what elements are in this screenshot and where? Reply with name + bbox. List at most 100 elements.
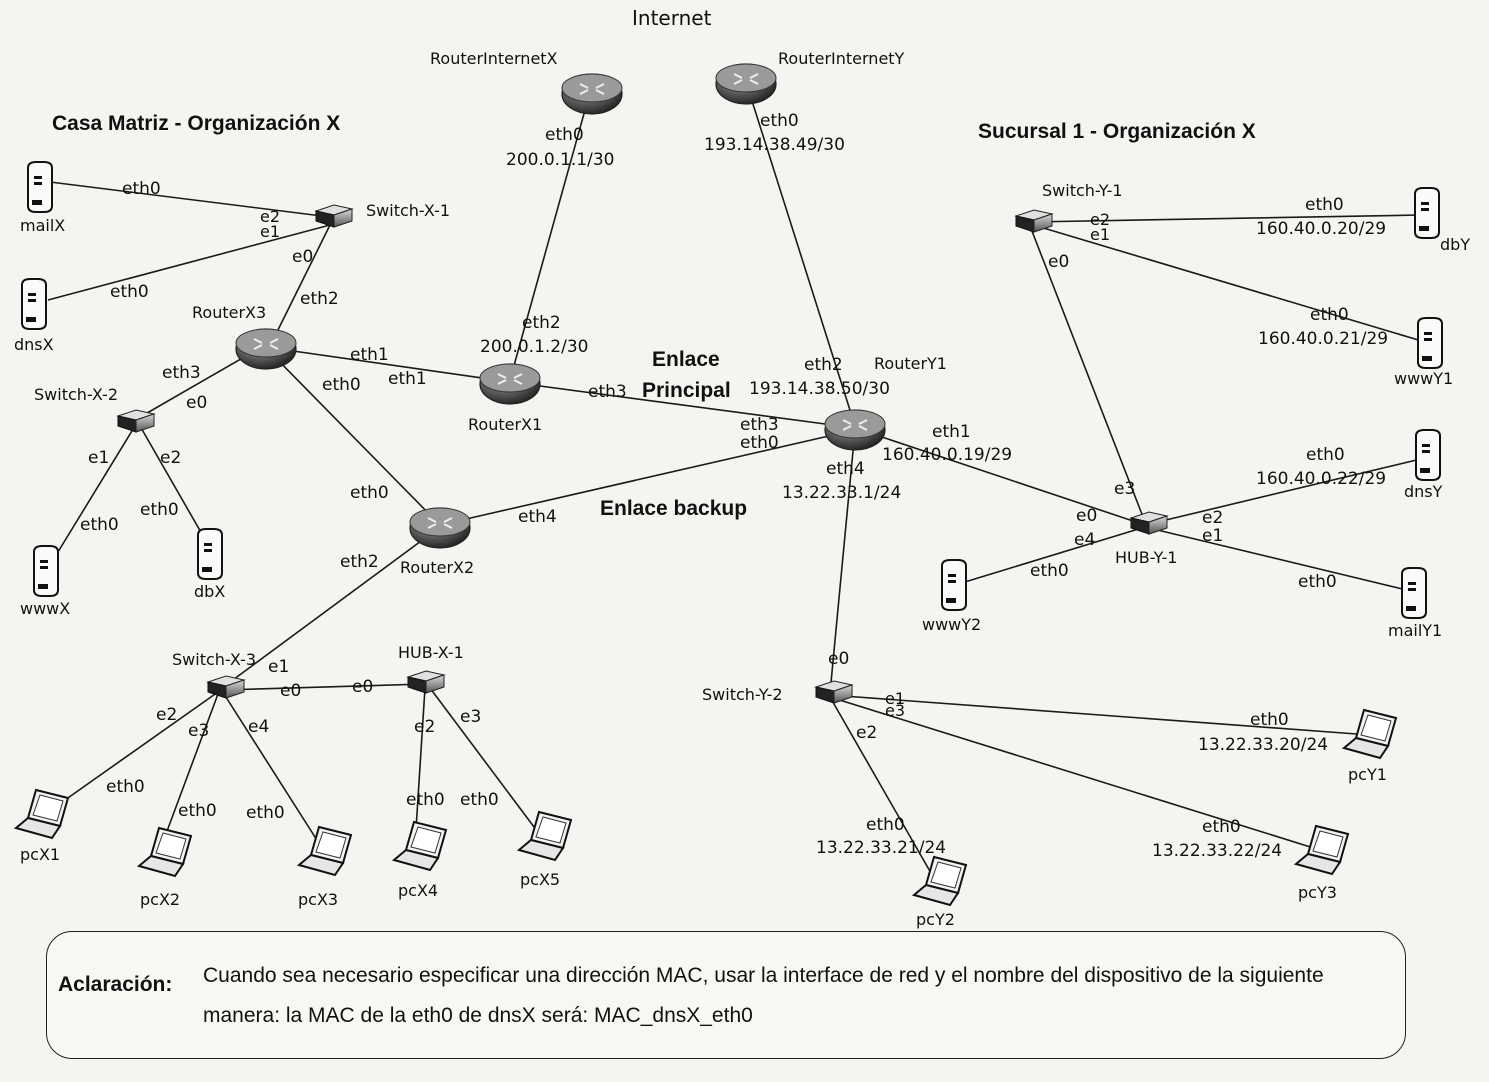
device-name-pcx1: pcX1 [20,845,60,864]
laptop-icon-pcy2[interactable] [913,856,967,906]
iface-label: e3 [885,701,905,720]
device-name-switchy1: Switch-Y-1 [1042,181,1123,200]
link-routerx3-routerx2 [267,349,441,526]
link-switchx3-pcx3 [223,693,323,849]
switch-icon-switchy2[interactable] [815,680,853,704]
link-routerinternetx-routerx1 [509,91,591,381]
link-switchy2-pcy3 [829,696,1321,851]
server-icon-dbx[interactable] [197,528,223,580]
iface-label: eth0 [1250,710,1289,730]
iface-label: eth0 [740,433,779,453]
iface-label: e0 [352,677,373,697]
switch-icon-switchx1[interactable] [315,204,353,228]
router-icon-routery1[interactable] [824,409,886,451]
link-mailx-switchx1 [49,181,331,218]
laptop-icon-pcx4[interactable] [393,821,447,871]
link-switchy1-huby1 [1029,225,1146,523]
iface-label: eth0 [760,111,799,131]
link-switchy2-pcy2 [829,696,936,881]
iface-label: eth0 [1305,195,1344,215]
link-switchy2-pcy1 [829,694,1371,736]
iface-label: eth3 [740,415,779,435]
device-name-pcy2: pcY2 [916,910,955,929]
iface-label: eth0 [80,515,119,535]
iface-label: eth0 [1202,817,1241,837]
laptop-icon-pcx1[interactable] [15,789,69,839]
link-routerx2-routery1 [439,429,856,526]
device-name-switchx2: Switch-X-2 [34,385,118,404]
iface-label: eth0 [1306,445,1345,465]
device-name-switchx3: Switch-X-3 [172,650,256,669]
link-switchx3-pcx2 [159,693,219,851]
links [47,81,1426,881]
iface-label: e0 [280,681,301,701]
iface-label: eth0 [1030,561,1069,581]
enlace-backup-title: Enlace backup [600,497,747,520]
hub-icon-hubx1[interactable] [407,670,445,694]
iface-label: eth0 [122,179,161,199]
link-routerx2-switchx3 [221,526,441,689]
laptop-icon-pcx2[interactable] [138,827,192,877]
device-name-routerx1: RouterX1 [468,415,542,434]
laptop-icon-pcx5[interactable] [518,811,572,861]
router-icon-routerinternety[interactable] [715,63,777,105]
link-switchy1-wwwy1 [1029,223,1426,343]
iface-label: eth0 [545,125,584,145]
iface-label: e0 [186,393,207,413]
iface-label: eth0 [1310,305,1349,325]
server-icon-wwwx[interactable] [33,545,59,597]
iface-label: eth0 [406,790,445,810]
device-name-wwwy1: wwwY1 [1394,369,1453,388]
iface-label: e1 [88,448,109,468]
iface-label: eth0 [350,483,389,503]
router-icon-routerx3[interactable] [235,328,297,370]
link-routery1-switchy2 [829,429,856,694]
iface-label: e1 [885,689,905,708]
note-box: Aclaración: Cuando sea necesario especif… [46,931,1406,1059]
link-huby1-wwwy2 [954,526,1146,586]
link-routerinternety-routery1 [745,81,856,427]
router-icon-routerx2[interactable] [409,507,471,549]
server-icon-wwwy1[interactable] [1417,317,1443,369]
server-icon-wwwy2[interactable] [941,559,967,611]
server-icon-mailyl[interactable] [1401,567,1427,619]
server-icon-mailx[interactable] [27,161,53,213]
iface-label: eth0 [1298,572,1337,592]
link-switchx2-dbx [139,425,211,549]
iface-label: eth2 [804,355,843,375]
ip-label: 13.22.33.22/24 [1152,841,1282,861]
iface-label: e0 [292,247,313,267]
server-icon-dnsx[interactable] [21,278,47,330]
ip-label: 193.14.38.49/30 [704,135,845,155]
device-name-routerinternetx: RouterInternetX [430,49,558,68]
link-hubx1-pcx5 [429,687,541,836]
ip-label: 13.22.33.21/24 [816,838,946,858]
device-name-dbx: dbX [194,582,225,601]
link-dnsx-switchx1 [47,224,331,301]
router-icon-routerx1[interactable] [479,363,541,405]
iface-label: e1 [1202,526,1223,546]
link-hubx1-pcx4 [414,687,426,846]
link-routerx3-routerx1 [264,346,511,383]
link-routery1-huby1 [854,427,1146,526]
ip-label: 200.0.1.2/30 [480,337,588,357]
iface-label: e2 [156,705,177,725]
laptop-icon-pcx3[interactable] [298,826,352,876]
ip-label: 160.40.0.21/29 [1258,329,1388,349]
device-name-wwwx: wwwX [20,599,70,618]
enlace-principal-title-1: Enlace [652,348,720,371]
router-icon-routerinternetx[interactable] [561,73,623,115]
device-name-wwwy2: wwwY2 [922,615,981,634]
ip-label: 200.0.1.1/30 [506,150,614,170]
link-huby1-mailyl [1144,526,1416,593]
server-icon-dnsy[interactable] [1415,429,1441,481]
link-switchx1-routerx3 [271,224,331,343]
iface-label: eth2 [522,313,561,333]
device-name-huby1: HUB-Y-1 [1115,548,1177,567]
switch-icon-switchx2[interactable] [117,409,155,433]
ip-label: 193.14.38.50/30 [749,379,890,399]
server-icon-dby[interactable] [1414,187,1440,239]
device-name-pcx2: pcX2 [140,890,180,909]
device-name-routerx3: RouterX3 [192,303,266,322]
laptop-icon-pcy3[interactable] [1295,825,1349,875]
